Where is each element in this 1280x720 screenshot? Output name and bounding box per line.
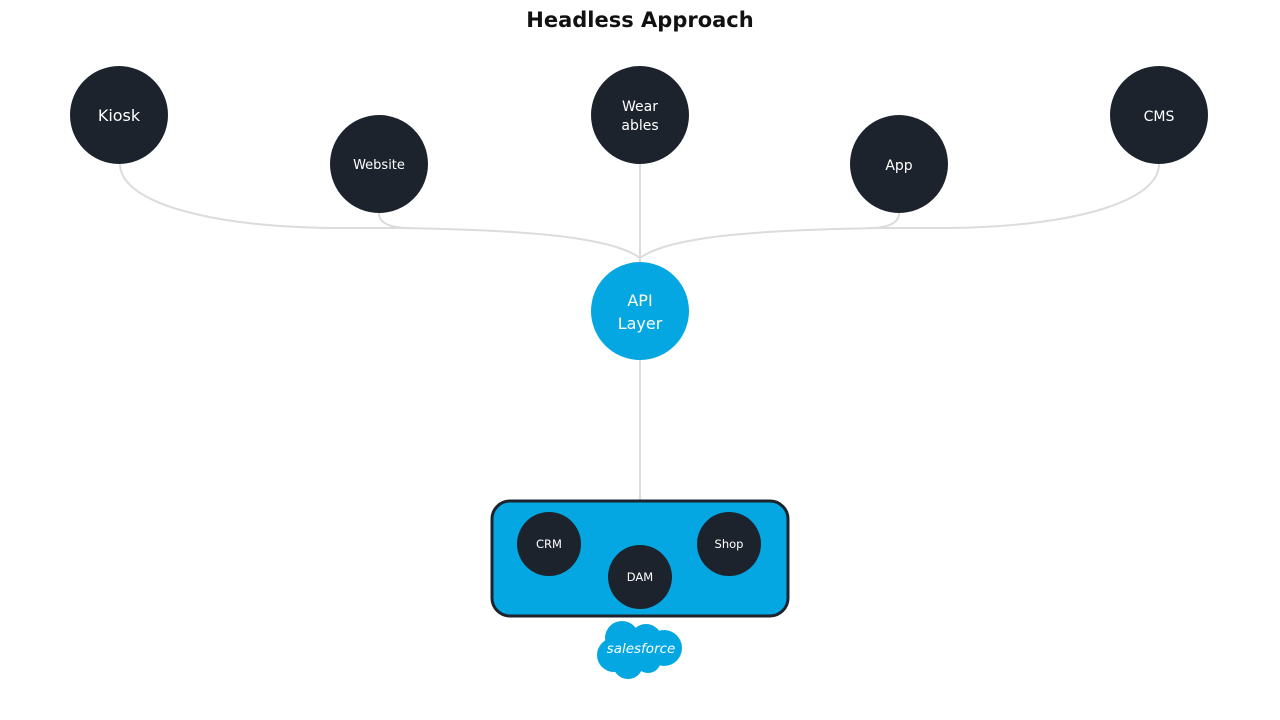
salesforce-cloud-logo: salesforce [597, 621, 682, 679]
node-wearables-label-line2: ables [621, 118, 658, 134]
node-api-layer-label-line1: API [627, 291, 652, 310]
node-wearables-label-line1: Wear [622, 99, 658, 115]
connector-cms-to-api [639, 163, 1160, 259]
diagram-title: Headless Approach [526, 8, 753, 32]
connector-website-to-api [378, 212, 411, 229]
node-wearables-circle [591, 66, 689, 164]
node-app-label: App [885, 158, 912, 174]
salesforce-logo-text: salesforce [607, 641, 676, 657]
node-kiosk[interactable]: Kiosk [70, 66, 168, 164]
node-kiosk-label: Kiosk [98, 106, 141, 125]
node-website[interactable]: Website [330, 115, 428, 213]
service-shop-label: Shop [715, 537, 744, 551]
service-dam-label: DAM [627, 570, 653, 584]
service-crm-label: CRM [536, 537, 562, 551]
node-cms[interactable]: CMS [1110, 66, 1208, 164]
service-shop[interactable]: Shop [697, 512, 761, 576]
channel-nodes: Kiosk Website Wear ables App CMS [70, 66, 1208, 213]
service-dam[interactable]: DAM [608, 545, 672, 609]
node-cms-label: CMS [1144, 109, 1175, 125]
node-app-circle [850, 115, 948, 213]
node-website-label: Website [353, 158, 405, 173]
connectors [119, 163, 1160, 502]
salesforce-cloud-shape [597, 621, 682, 679]
node-wearables[interactable]: Wear ables [591, 66, 689, 164]
service-shop-circle [697, 512, 761, 576]
node-cms-circle [1110, 66, 1208, 164]
node-api-layer[interactable]: API Layer [591, 262, 689, 360]
connector-app-to-api [867, 212, 900, 229]
service-crm[interactable]: CRM [517, 512, 581, 576]
node-website-circle [330, 115, 428, 213]
platform-box: CRM DAM Shop [490, 499, 790, 618]
node-api-layer-label-line2: Layer [618, 314, 663, 333]
node-app[interactable]: App [850, 115, 948, 213]
service-dam-circle [608, 545, 672, 609]
node-api-layer-circle [591, 262, 689, 360]
connector-kiosk-to-api [119, 163, 641, 259]
service-crm-circle [517, 512, 581, 576]
node-kiosk-circle [70, 66, 168, 164]
